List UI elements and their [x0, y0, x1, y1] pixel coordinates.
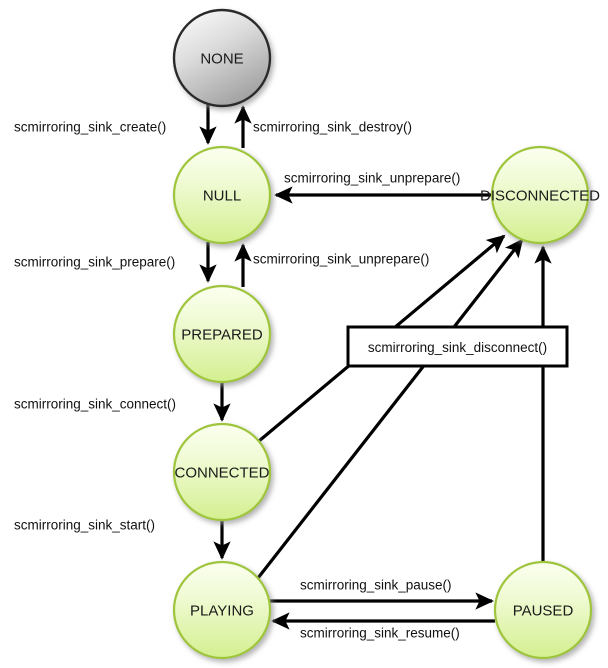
state-node-null[interactable]: NULL — [172, 145, 272, 245]
edge-labels-layer: scmirroring_sink_create() scmirroring_si… — [14, 120, 460, 641]
disconnect-box-label: scmirroring_sink_disconnect() — [368, 340, 547, 355]
state-node-none-label: NONE — [200, 51, 243, 68]
state-node-null-label: NULL — [203, 188, 241, 205]
state-node-connected-circle[interactable] — [172, 422, 272, 522]
state-node-disconnected[interactable]: DISCONNECTED — [480, 145, 600, 245]
nodes-layer: NONE NULL DISCONNECTED PREPARED CONNECTE… — [172, 8, 600, 660]
state-node-disconnected-label: DISCONNECTED — [480, 188, 600, 205]
disconnect-label-box: scmirroring_sink_disconnect() — [346, 325, 569, 368]
state-node-none-circle[interactable] — [172, 8, 272, 108]
disconnect-box-rect — [346, 325, 569, 368]
edge-disconnect-playing — [256, 238, 524, 579]
state-node-disconnected-circle[interactable] — [490, 145, 590, 245]
state-node-paused[interactable]: PAUSED — [493, 560, 593, 660]
state-node-none[interactable]: NONE — [172, 8, 272, 108]
edge-label-unprepare-mid: scmirroring_sink_unprepare() — [253, 252, 429, 267]
state-node-prepared-label: PREPARED — [181, 327, 263, 344]
edges-layer — [199, 104, 552, 630]
state-node-playing-label: PLAYING — [190, 603, 254, 620]
state-node-null-circle[interactable] — [172, 145, 272, 245]
state-node-paused-label: PAUSED — [513, 603, 574, 620]
edge-label-connect: scmirroring_sink_connect() — [14, 397, 176, 412]
state-node-connected[interactable]: CONNECTED — [172, 422, 272, 522]
state-node-paused-circle[interactable] — [493, 560, 593, 660]
edge-label-start: scmirroring_sink_start() — [14, 518, 155, 533]
edge-label-unprepare-top: scmirroring_sink_unprepare() — [284, 171, 460, 186]
state-node-prepared[interactable]: PREPARED — [172, 284, 272, 384]
edge-label-destroy: scmirroring_sink_destroy() — [253, 120, 412, 135]
edge-label-prepare: scmirroring_sink_prepare() — [14, 255, 175, 270]
state-node-playing[interactable]: PLAYING — [172, 560, 272, 660]
state-node-prepared-circle[interactable] — [172, 284, 272, 384]
edge-label-create: scmirroring_sink_create() — [14, 120, 166, 135]
edge-label-resume: scmirroring_sink_resume() — [300, 626, 460, 641]
edge-label-pause: scmirroring_sink_pause() — [300, 578, 452, 593]
state-node-connected-label: CONNECTED — [174, 465, 269, 482]
state-node-playing-circle[interactable] — [172, 560, 272, 660]
